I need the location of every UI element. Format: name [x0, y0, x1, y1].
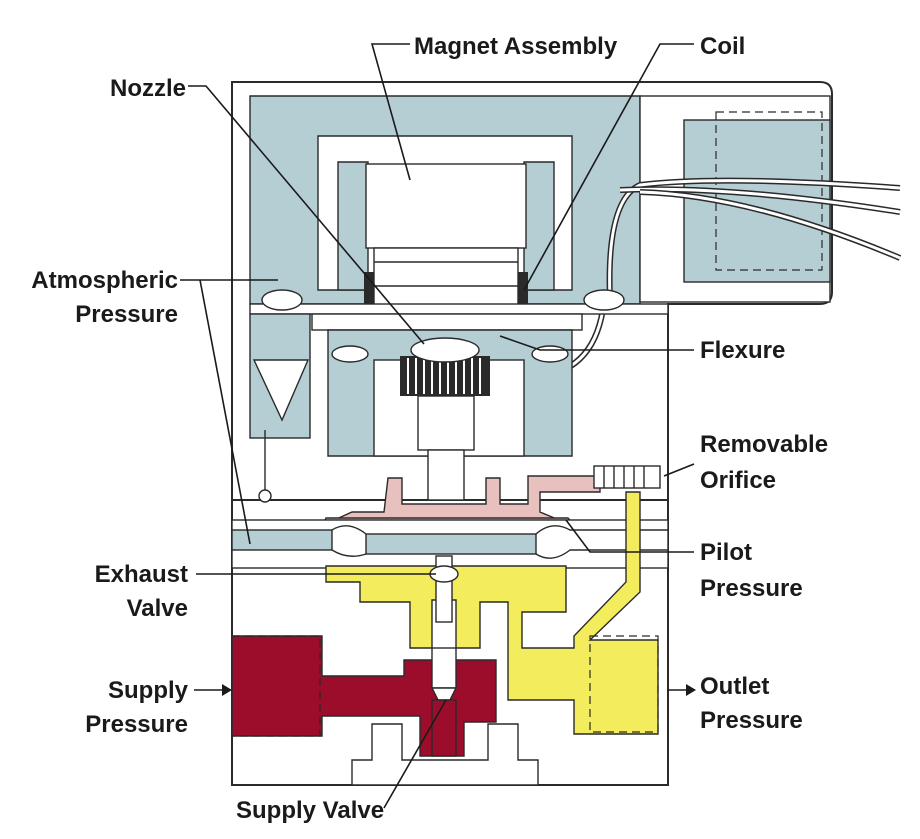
- label-pilot-pressure-line2: Pressure: [700, 575, 803, 602]
- label-removable-orifice-line1: Removable: [700, 431, 828, 458]
- magnet-assembly: [365, 163, 527, 313]
- label-nozzle: Nozzle: [110, 75, 186, 102]
- bottom-plug: [351, 723, 539, 786]
- nozzle-block: [327, 329, 573, 457]
- label-atmospheric-pressure-line2: Pressure: [75, 301, 178, 328]
- label-magnet-assembly: Magnet Assembly: [414, 33, 618, 60]
- supply-passage: [231, 635, 497, 757]
- nozzle: [400, 337, 490, 501]
- outlet-passage: [325, 491, 659, 735]
- label-exhaust-valve-line2: Valve: [127, 595, 188, 622]
- label-exhaust-valve-line1: Exhaust: [95, 561, 188, 588]
- flexure-plate: [249, 289, 669, 331]
- label-atmospheric-pressure-line1: Atmospheric: [31, 267, 178, 294]
- label-coil: Coil: [700, 33, 745, 60]
- removable-orifice: [593, 465, 661, 489]
- supply-valve: [430, 647, 458, 757]
- coil: [364, 272, 528, 306]
- atmospheric-vent: [249, 313, 311, 503]
- label-flexure: Flexure: [700, 337, 785, 364]
- label-supply-pressure-line1: Supply: [108, 677, 189, 704]
- label-outlet-pressure-line1: Outlet: [700, 673, 769, 700]
- label-supply-pressure-line2: Pressure: [85, 711, 188, 738]
- labels: Magnet Assembly Coil Nozzle Atmospheric …: [31, 33, 828, 824]
- leader-lines: [180, 43, 696, 809]
- exhaust-valve: [429, 555, 459, 623]
- label-supply-valve: Supply Valve: [236, 797, 384, 824]
- diaphragm: [231, 519, 669, 569]
- label-removable-orifice-line2: Orifice: [700, 467, 776, 494]
- label-pilot-pressure-line1: Pilot: [700, 539, 752, 566]
- label-outlet-pressure-line2: Pressure: [700, 707, 803, 734]
